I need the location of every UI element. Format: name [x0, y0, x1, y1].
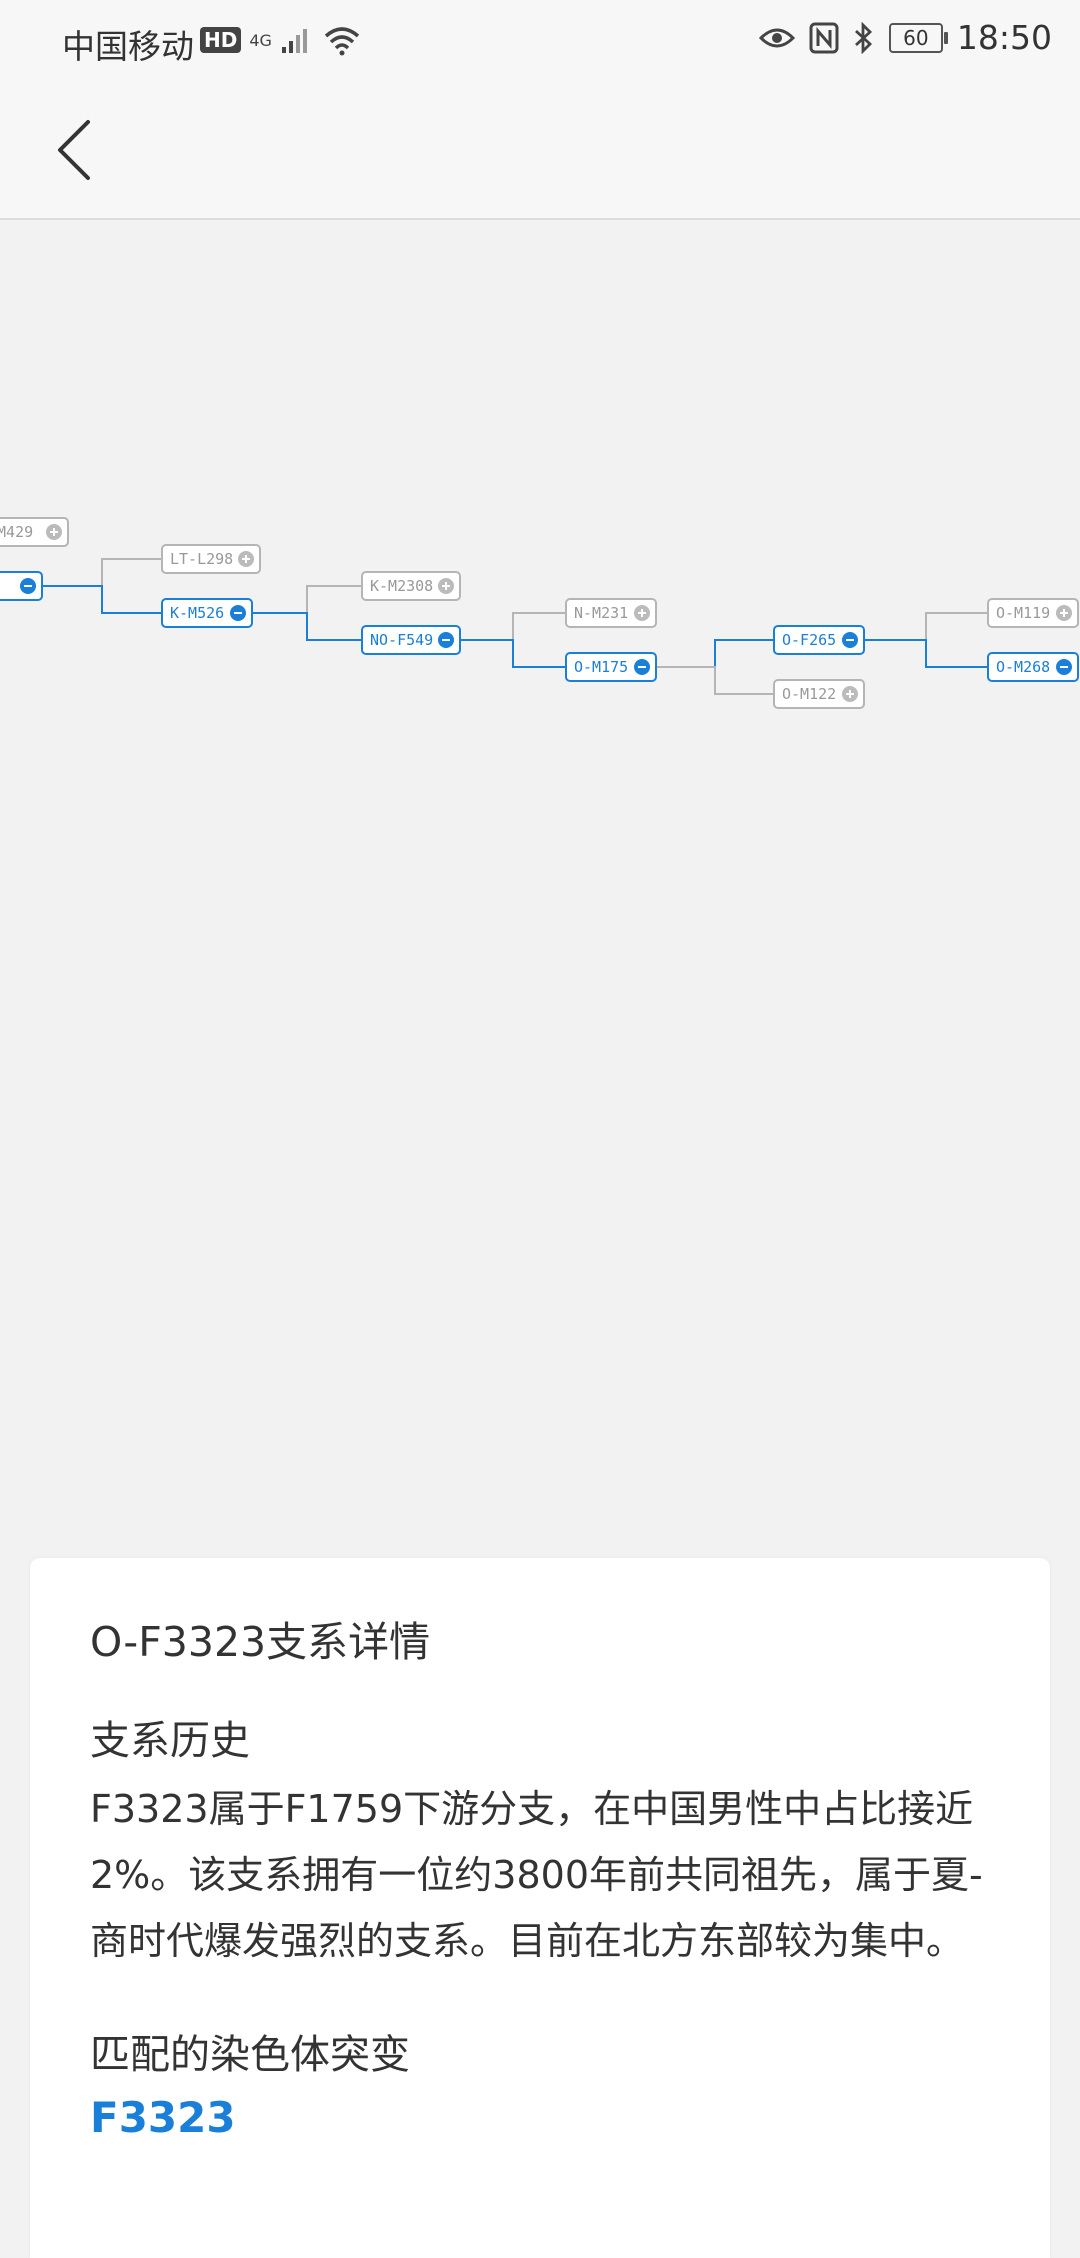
- battery-icon: 60: [888, 22, 948, 53]
- tree-connector: [656, 666, 774, 695]
- tree-connector: [864, 612, 988, 641]
- bluetooth-icon: [854, 21, 872, 54]
- clock: 18:50: [956, 18, 1052, 57]
- node-label: O-M122: [782, 685, 836, 703]
- signal-icon: [281, 29, 307, 53]
- tree-node-nm231[interactable]: N-M231: [565, 598, 657, 628]
- chevron-left-icon: [58, 120, 90, 180]
- network-type: 4G: [249, 30, 272, 50]
- node-box: [773, 679, 865, 709]
- battery-level: 60: [903, 25, 929, 50]
- node-label: -M429: [0, 523, 33, 541]
- match-value[interactable]: F3323: [90, 2093, 236, 2142]
- tree-node-m9[interactable]: M9: [0, 571, 43, 601]
- node-box: [161, 598, 253, 628]
- tree-connector: [460, 639, 566, 668]
- nfc-icon: [809, 22, 839, 53]
- status-bar: 中国移动 HD 4G 60 18:50: [0, 0, 1080, 82]
- tree-connector: [460, 612, 566, 641]
- node-label: K-M2308: [370, 577, 433, 595]
- node-box: [161, 544, 261, 574]
- tree-connector: [42, 585, 162, 614]
- wifi-icon: [324, 27, 360, 56]
- toggle-glyph: [50, 528, 58, 536]
- back-button[interactable]: [44, 110, 124, 190]
- hd-badge: HD: [200, 27, 242, 53]
- tree-connector: [42, 558, 162, 587]
- card-title: O-F3323支系详情: [90, 1618, 431, 1666]
- tree-node-of265[interactable]: O-F265: [773, 625, 865, 655]
- tree-node-om122[interactable]: O-M122: [773, 679, 865, 709]
- toggle-glyph: [442, 582, 450, 590]
- node-label: O-M268: [996, 658, 1050, 676]
- node-label: K-M526: [170, 604, 224, 622]
- node-box: [565, 598, 657, 628]
- carrier-name: 中国移动: [62, 27, 194, 66]
- node-box: [773, 625, 865, 655]
- tree-node-km2308[interactable]: K-M2308: [361, 571, 461, 601]
- match-heading: 匹配的染色体突变: [90, 2032, 410, 2078]
- tree-node-km526[interactable]: K-M526: [161, 598, 253, 628]
- tree-connector: [252, 612, 362, 641]
- node-label: O-M175: [574, 658, 628, 676]
- branch-detail-card: O-F3323支系详情 支系历史 F3323属于F1759下游分支，在中国男性中…: [30, 1558, 1050, 2258]
- toggle-glyph: [846, 690, 854, 698]
- history-text: F3323属于F1759下游分支，在中国男性中占比接近2%。该支系拥有一位约38…: [90, 1787, 983, 1963]
- node-box: [361, 571, 461, 601]
- toggle-glyph: [242, 555, 250, 563]
- eye-icon: [758, 28, 795, 47]
- node-box: [987, 598, 1079, 628]
- tree-connector: [252, 585, 362, 614]
- tree-node-ltl298[interactable]: LT-L298: [161, 544, 261, 574]
- history-heading: 支系历史: [90, 1718, 250, 1764]
- tree-node-om268[interactable]: O-M268: [987, 652, 1079, 682]
- node-box: [361, 625, 461, 655]
- node-label: O-M119: [996, 604, 1050, 622]
- tree-connector: [864, 639, 988, 668]
- toggle-glyph: [638, 609, 646, 617]
- node-box: [987, 652, 1079, 682]
- status-right: 60 18:50: [758, 18, 1052, 57]
- nav-bar: [0, 82, 1080, 220]
- node-label: N-M231: [574, 604, 628, 622]
- tree-node-om119[interactable]: O-M119: [987, 598, 1079, 628]
- node-label: O-F265: [782, 631, 836, 649]
- signal-indicators: HD 4G: [200, 24, 362, 56]
- toggle-glyph: [1060, 609, 1068, 617]
- tree-connector: [656, 639, 774, 668]
- tree-node-m429[interactable]: -M429: [0, 517, 69, 547]
- node-label: LT-L298: [170, 550, 233, 568]
- node-box: [565, 652, 657, 682]
- tree-node-om175[interactable]: O-M175: [565, 652, 657, 682]
- tree-node-nof549[interactable]: NO-F549: [361, 625, 461, 655]
- node-label: NO-F549: [370, 631, 433, 649]
